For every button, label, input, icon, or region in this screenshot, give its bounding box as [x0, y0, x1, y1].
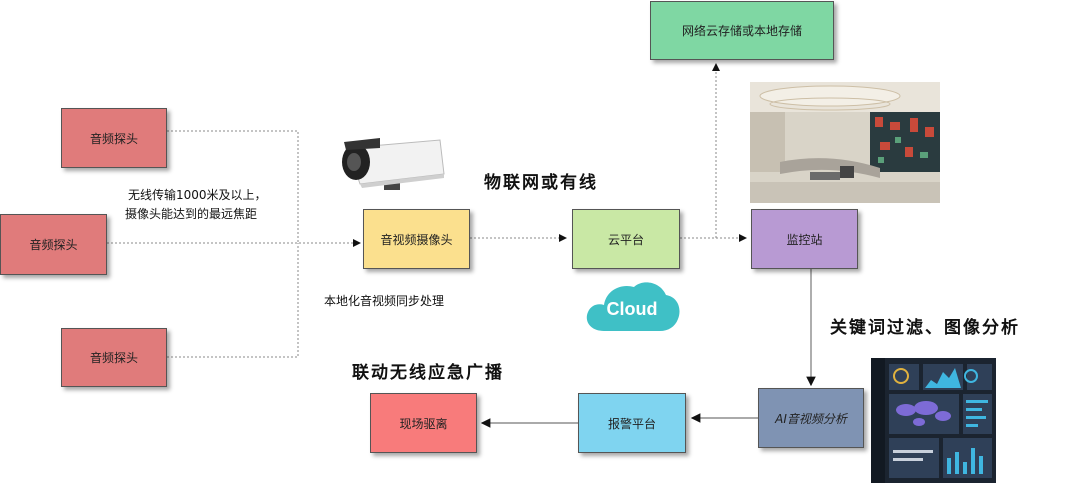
monitor-station-node: 监控站 [751, 209, 858, 269]
keyword-filter-label: 关键词过滤、图像分析 [830, 318, 1020, 338]
audio-probe-middle: 音频探头 [0, 214, 107, 275]
wire-probe-top [167, 130, 299, 243]
wireless-label-line1: 无线传输1000米及以上， [128, 188, 267, 202]
cloud-icon [586, 282, 680, 331]
camera-icon [342, 138, 445, 190]
audio-probe-top: 音频探头 [61, 108, 167, 168]
cloud-platform-node: 云平台 [572, 209, 680, 269]
ai-dashboard-image [871, 358, 996, 483]
control-room-photo [750, 82, 940, 203]
linkage-broadcast-label: 联动无线应急广播 [352, 363, 504, 383]
iot-label: 物联网或有线 [484, 173, 598, 193]
cloud-logo: Cloud [582, 275, 682, 337]
ai-analysis-node: AI音视频分析 [758, 388, 864, 448]
wire-probe-bottom [167, 243, 299, 358]
storage-node: 网络云存储或本地存储 [650, 1, 834, 60]
audio-probe-bottom: 音频探头 [61, 328, 167, 387]
av-camera-node: 音视频摄像头 [363, 209, 470, 269]
onsite-dispersal-node: 现场驱离 [370, 393, 477, 453]
alarm-platform-node: 报警平台 [578, 393, 686, 453]
cloud-logo-text: Cloud [606, 299, 658, 319]
local-sync-label: 本地化音视频同步处理 [324, 294, 445, 308]
wireless-label-line2: 摄像头能达到的最远焦距 [125, 207, 258, 221]
